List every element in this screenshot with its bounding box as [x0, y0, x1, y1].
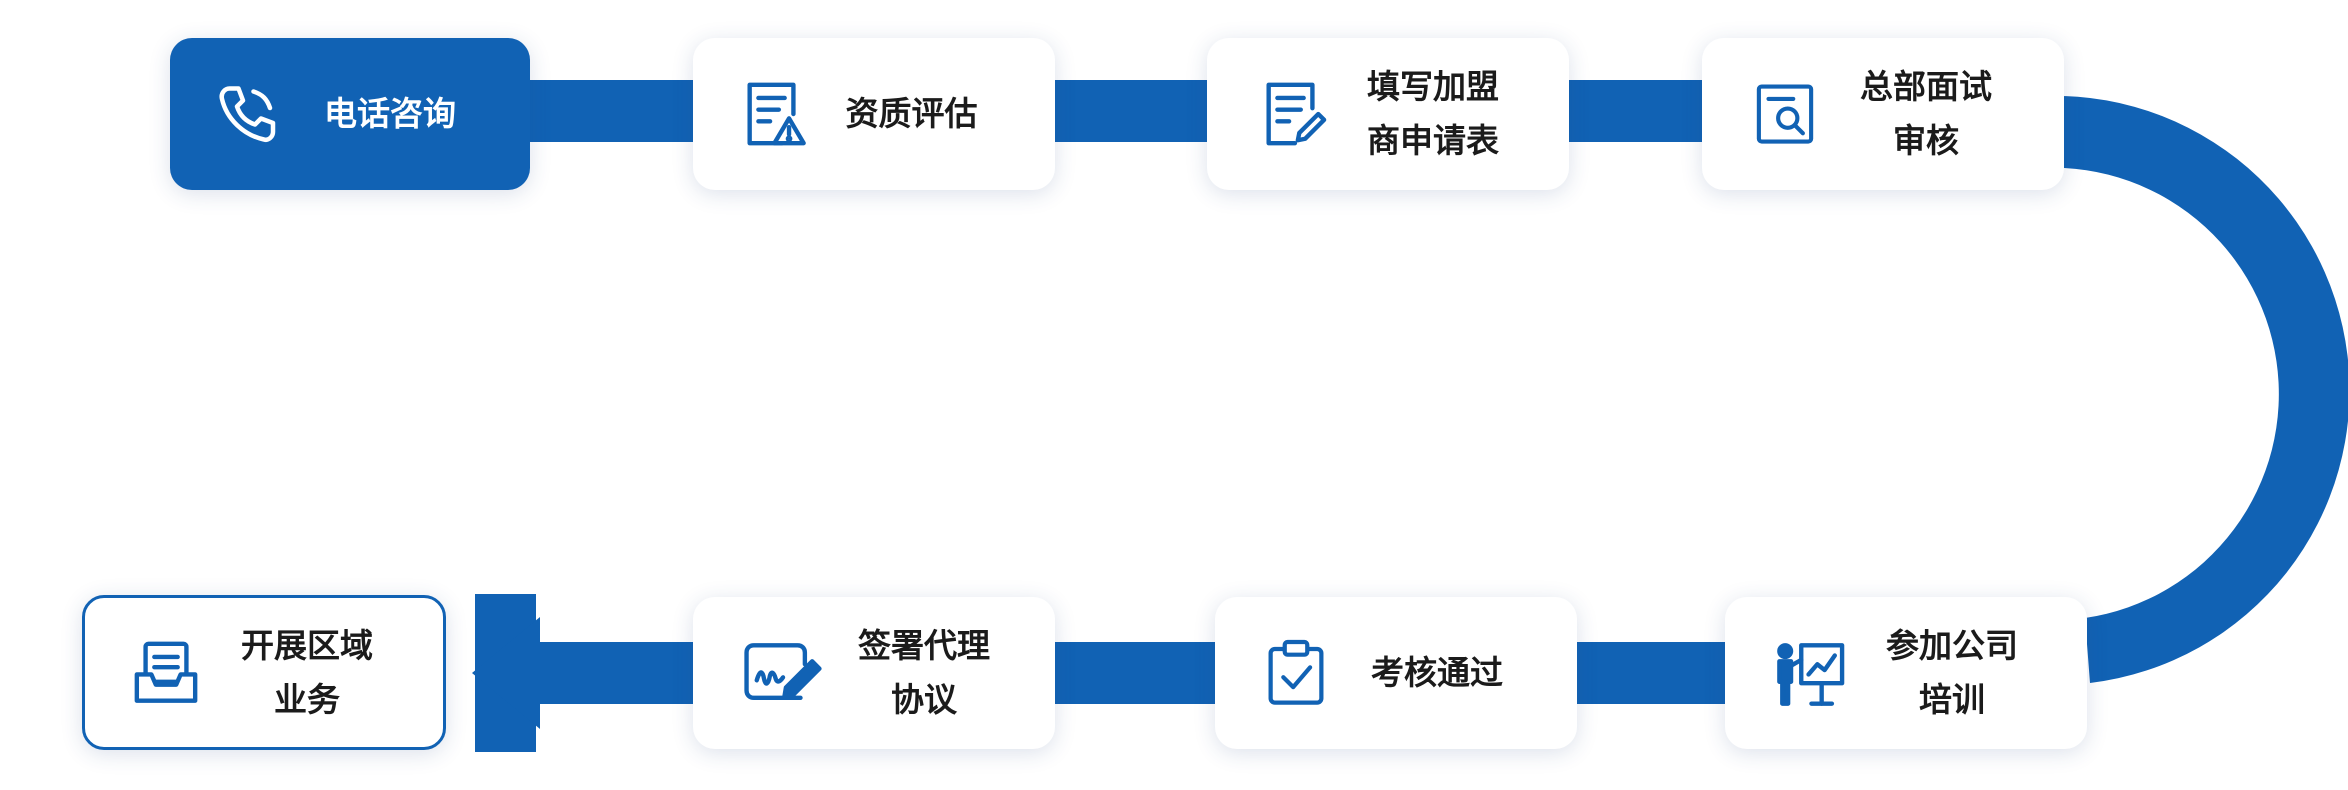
clipboard-check-icon	[1268, 639, 1324, 705]
document-warning-icon	[747, 82, 806, 146]
step-label-line: 电话咨询	[324, 94, 456, 133]
document-search-icon	[1756, 84, 1814, 144]
inbox-icon	[134, 641, 198, 703]
connector-segment-6	[1040, 642, 1240, 704]
connector-segment-5	[1560, 642, 1740, 704]
step-hq-interview: 总部面试 审核	[1702, 38, 2064, 190]
step-label: 参加公司 培训	[1847, 619, 2057, 727]
step-label-line: 资质评估	[845, 94, 978, 133]
step-label: 总部面试 审核	[1818, 60, 2034, 168]
step-phone-consult: 电话咨询	[170, 38, 530, 190]
step-label-line: 签署代理	[858, 626, 990, 665]
step-assessment-passed: 考核通过	[1215, 597, 1577, 749]
step-label: 填写加盟 商申请表	[1327, 60, 1539, 168]
step-label-line: 填写加盟	[1367, 67, 1499, 106]
step-regional-business: 开展区域 业务	[82, 595, 446, 750]
step-company-training: 参加公司 培训	[1725, 597, 2087, 749]
connector-segment-1	[520, 80, 700, 142]
step-label-line: 协议	[891, 680, 957, 719]
connector-arrow	[472, 617, 720, 729]
step-label-line: 总部面试	[1860, 67, 1992, 106]
step-label: 考核通过	[1327, 646, 1547, 700]
step-label-line: 参加公司	[1886, 626, 2018, 665]
step-label-line: 审核	[1893, 121, 1959, 160]
step-label: 资质评估	[808, 87, 1015, 141]
phone-icon	[219, 86, 276, 143]
step-label-line: 培训	[1919, 680, 1985, 719]
step-label: 签署代理 协议	[825, 619, 1023, 727]
step-label-line: 开展区域	[241, 625, 373, 665]
step-label: 开展区域 业务	[201, 619, 413, 727]
connector-curve	[2020, 95, 2348, 683]
presentation-icon	[1777, 643, 1845, 706]
step-qualification-assessment: 资质评估	[693, 38, 1055, 190]
step-label: 电话咨询	[282, 87, 498, 141]
signature-icon	[744, 643, 822, 700]
step-label-line: 业务	[274, 679, 340, 719]
step-sign-agreement: 签署代理 协议	[693, 597, 1055, 749]
connector-segment-2	[1040, 80, 1220, 142]
document-edit-icon	[1266, 82, 1327, 146]
step-label-line: 考核通过	[1371, 653, 1503, 692]
connector-segment-3	[1550, 80, 1730, 142]
step-fill-application: 填写加盟 商申请表	[1207, 38, 1569, 190]
step-label-line: 商申请表	[1367, 121, 1499, 160]
